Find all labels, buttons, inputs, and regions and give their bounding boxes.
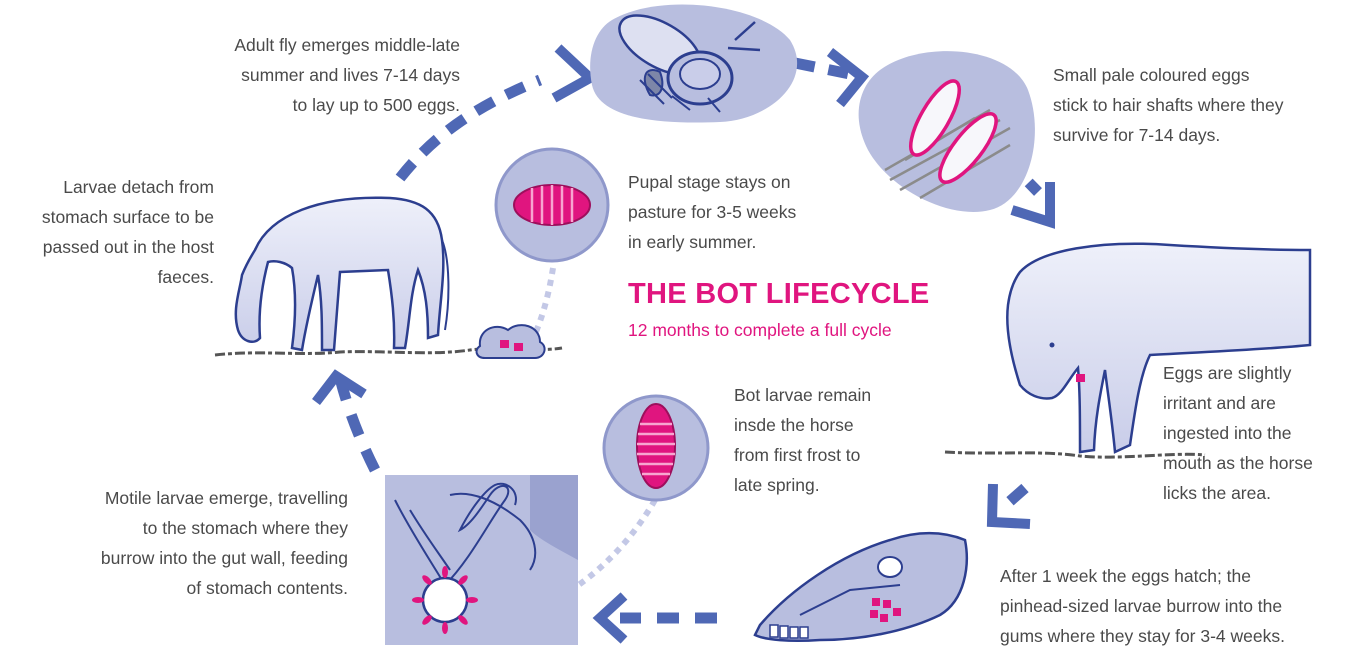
larva-icon (604, 396, 708, 500)
caption-line: of stomach contents. (20, 573, 348, 603)
caption-line: burrow into the gut wall, feeding (20, 543, 348, 573)
caption-line: licks the area. (1163, 478, 1353, 508)
caption-line: from first frost to (734, 440, 934, 470)
caption-line: stick to hair shafts where they (1053, 90, 1353, 120)
caption-line: late spring. (734, 470, 934, 500)
caption-line: pinhead-sized larvae burrow into the (1000, 591, 1352, 621)
eggs-caption: Small pale coloured eggs stick to hair s… (1053, 60, 1353, 150)
diagram-title: THE BOT LIFECYCLE (628, 278, 930, 311)
caption-line: passed out in the host (0, 232, 214, 262)
pupal-caption: Pupal stage stays on pasture for 3-5 wee… (628, 167, 848, 257)
caption-line: to lay up to 500 eggs. (140, 90, 460, 120)
horse-skull-icon (755, 533, 967, 641)
caption-line: to the stomach where they (20, 513, 348, 543)
caption-line: Adult fly emerges middle-late (140, 30, 460, 60)
caption-line: gums where they stay for 3-4 weeks. (1000, 621, 1352, 651)
caption-line: summer and lives 7-14 days (140, 60, 460, 90)
eggs-on-hair-icon (859, 51, 1035, 212)
caption-line: Pupal stage stays on (628, 167, 848, 197)
pupa-icon (496, 149, 608, 261)
caption-line: stomach surface to be (0, 202, 214, 232)
detach-caption: Larvae detach from stomach surface to be… (0, 172, 214, 292)
caption-line: ingested into the (1163, 418, 1353, 448)
caption-line: Eggs are slightly (1163, 358, 1353, 388)
caption-line: Motile larvae emerge, travelling (20, 483, 348, 513)
larvae-remain-caption: Bot larvae remain insde the horse from f… (734, 380, 934, 500)
hatch-caption: After 1 week the eggs hatch; the pinhead… (1000, 561, 1352, 651)
caption-line: Bot larvae remain (734, 380, 934, 410)
arrow-head-to-fly (554, 48, 590, 98)
caption-line: Larvae detach from (0, 172, 214, 202)
adult-fly-caption: Adult fly emerges middle-late summer and… (140, 30, 460, 120)
caption-line: pasture for 3-5 weeks (628, 197, 848, 227)
ingested-caption: Eggs are slightly irritant and are inges… (1163, 358, 1353, 508)
caption-line: insde the horse (734, 410, 934, 440)
caption-line: After 1 week the eggs hatch; the (1000, 561, 1352, 591)
caption-line: survive for 7-14 days. (1053, 120, 1353, 150)
bot-fly-icon (590, 3, 797, 122)
caption-line: faeces. (0, 262, 214, 292)
caption-line: Small pale coloured eggs (1053, 60, 1353, 90)
stomach-caption: Motile larvae emerge, travelling to the … (20, 483, 348, 603)
stomach-icon (385, 475, 578, 645)
arrow-to-hatch (1008, 488, 1025, 503)
caption-line: in early summer. (628, 227, 848, 257)
caption-line: irritant and are (1163, 388, 1353, 418)
diagram-subtitle: 12 months to complete a full cycle (628, 320, 892, 341)
caption-line: mouth as the horse (1163, 448, 1353, 478)
